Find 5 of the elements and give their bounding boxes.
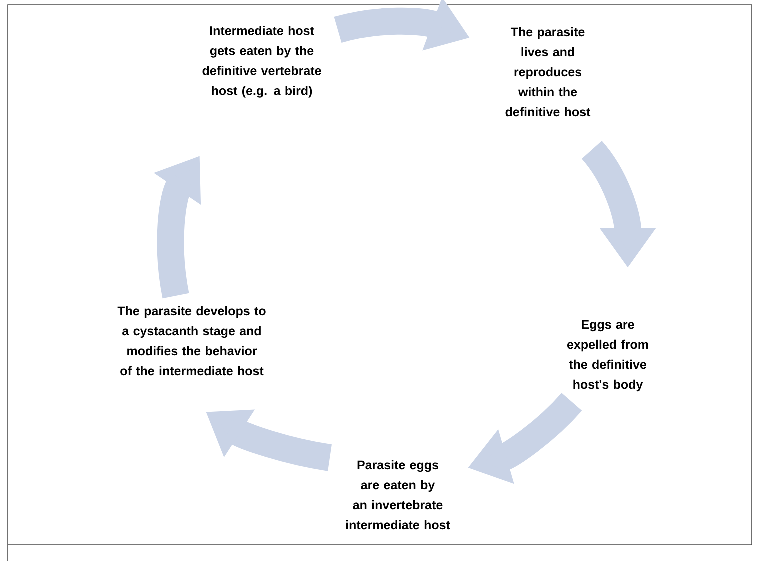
- step-text: Eggs are expelled from the definitive host's body: [568, 320, 648, 392]
- step-text: The parasite develops to a cystacanth stage and modifies the behavior of the intermediate host: [118, 306, 266, 376]
- step-text: The parasite lives and reproduces within the definitive host: [506, 27, 591, 117]
- step-text: Intermediate host gets eaten by the definitive vertebrate host (e.g. a bird): [202, 26, 322, 98]
- step-text: Parasite eggs are eaten by an invertebrate intermediate host: [346, 460, 450, 530]
